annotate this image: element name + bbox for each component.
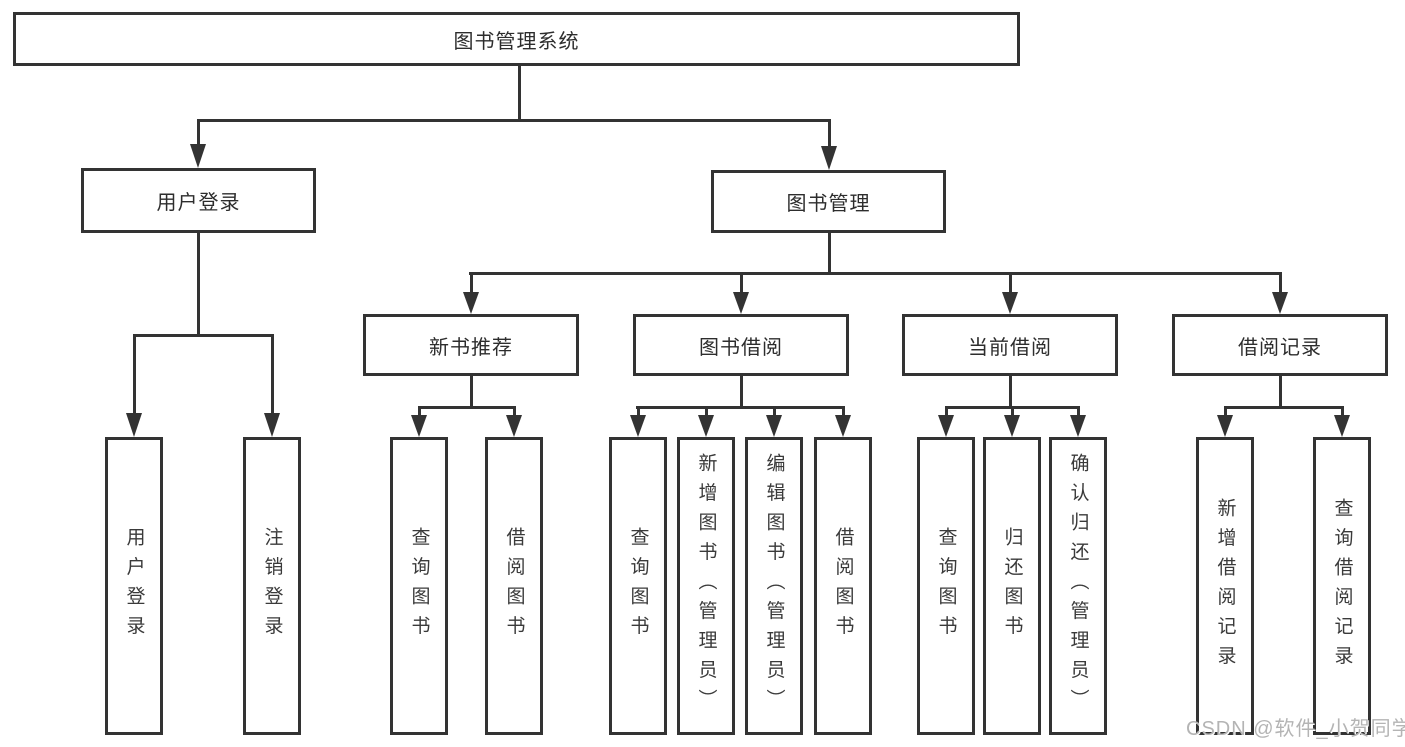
- node-new-book-recommend: 新书推荐: [363, 314, 579, 376]
- node-book-borrow: 图书借阅: [633, 314, 849, 376]
- arrow-down-icon: [1334, 415, 1350, 437]
- arrow-down-icon: [835, 415, 851, 437]
- leaf-newbook-query-label: 查询图书: [408, 527, 430, 645]
- connector-records-drop: [1279, 272, 1282, 293]
- arrow-down-icon: [733, 292, 749, 314]
- connector-drop: [1011, 406, 1014, 417]
- connector-records-stem: [1279, 376, 1282, 408]
- arrow-down-icon: [938, 415, 954, 437]
- leaf-logout-label: 注销登录: [261, 527, 283, 645]
- connector-drop: [842, 406, 845, 417]
- connector-drop: [637, 406, 640, 417]
- arrow-down-icon: [698, 415, 714, 437]
- node-root-label: 图书管理系统: [453, 30, 580, 53]
- leaf-borrow-edit-admin: 编辑图书（管理员）: [745, 437, 803, 735]
- connector-newbook-drop: [470, 272, 473, 293]
- arrow-down-icon: [1070, 415, 1086, 437]
- connector-current-drop: [1009, 272, 1012, 293]
- leaf-logout: 注销登录: [243, 437, 301, 735]
- node-current-borrow-label: 当前借阅: [968, 336, 1052, 359]
- node-current-borrow: 当前借阅: [902, 314, 1118, 376]
- arrow-down-icon: [506, 415, 522, 437]
- leaf-current-return: 归还图书: [983, 437, 1041, 735]
- watermark: CSDN @软件_小贺同学: [1186, 718, 1405, 740]
- connector-drop: [773, 406, 776, 417]
- arrow-down-icon: [190, 144, 206, 168]
- arrow-down-icon: [463, 292, 479, 314]
- leaf-borrow-borrow-label: 借阅图书: [832, 527, 854, 645]
- leaf-current-query-label: 查询图书: [935, 527, 957, 645]
- arrow-down-icon: [1217, 415, 1233, 437]
- connector-records-rail: [1224, 406, 1343, 409]
- arrow-down-icon: [766, 415, 782, 437]
- connector-current-stem: [1009, 376, 1012, 408]
- leaf-newbook-borrow: 借阅图书: [485, 437, 543, 735]
- arrow-down-icon: [1272, 292, 1288, 314]
- leaf-borrow-add-admin-label: 新增图书（管理员）: [695, 453, 717, 719]
- connector-newbook-stem: [470, 376, 473, 408]
- leaf-records-add: 新增借阅记录: [1196, 437, 1254, 735]
- arrow-down-icon: [411, 415, 427, 437]
- connector-borrow-stem: [740, 376, 743, 408]
- connector-login-leaf2-drop: [271, 334, 274, 414]
- leaf-records-query-label: 查询借阅记录: [1331, 497, 1353, 675]
- node-book-management: 图书管理: [711, 170, 946, 233]
- connector-drop: [945, 406, 948, 417]
- connector-drop: [418, 406, 421, 417]
- leaf-current-return-label: 归还图书: [1001, 527, 1023, 645]
- node-borrow-records-label: 借阅记录: [1238, 336, 1322, 359]
- node-user-login: 用户登录: [81, 168, 316, 233]
- node-root: 图书管理系统: [13, 12, 1020, 66]
- connector-mgmt-rail: [469, 272, 1282, 275]
- leaf-current-query: 查询图书: [917, 437, 975, 735]
- connector-drop: [705, 406, 708, 417]
- node-user-login-label: 用户登录: [156, 192, 241, 214]
- node-book-management-label: 图书管理: [786, 193, 871, 215]
- leaf-records-add-label: 新增借阅记录: [1214, 497, 1236, 675]
- connector-root-rail: [197, 119, 831, 122]
- node-book-borrow-label: 图书借阅: [699, 336, 783, 359]
- connector-borrow-rail: [636, 406, 845, 409]
- node-new-book-recommend-label: 新书推荐: [429, 336, 513, 359]
- connector-login-stem: [197, 233, 200, 336]
- leaf-borrow-borrow: 借阅图书: [814, 437, 872, 735]
- connector-drop: [1224, 406, 1227, 417]
- connector-drop: [1341, 406, 1344, 417]
- leaf-borrow-add-admin: 新增图书（管理员）: [677, 437, 735, 735]
- leaf-borrow-edit-admin-label: 编辑图书（管理员）: [763, 453, 785, 719]
- arrow-down-icon: [821, 146, 837, 170]
- connector-borrow-drop: [740, 272, 743, 293]
- connector-drop: [1077, 406, 1080, 417]
- arrow-down-icon: [264, 413, 280, 437]
- arrow-down-icon: [1002, 292, 1018, 314]
- leaf-newbook-query: 查询图书: [390, 437, 448, 735]
- arrow-down-icon: [630, 415, 646, 437]
- connector-login-drop: [197, 119, 200, 146]
- arrow-down-icon: [126, 413, 142, 437]
- connector-mgmt-stem: [828, 233, 831, 274]
- leaf-current-confirm-admin: 确认归还（管理员）: [1049, 437, 1107, 735]
- leaf-borrow-query: 查询图书: [609, 437, 667, 735]
- connector-mgmt-drop: [828, 119, 831, 148]
- connector-root-stem: [518, 66, 521, 120]
- leaf-user-login: 用户登录: [105, 437, 163, 735]
- leaf-newbook-borrow-label: 借阅图书: [503, 527, 525, 645]
- leaf-records-query: 查询借阅记录: [1313, 437, 1371, 735]
- arrow-down-icon: [1004, 415, 1020, 437]
- connector-drop: [513, 406, 516, 417]
- connector-login-leaf1-drop: [133, 334, 136, 414]
- leaf-user-login-label: 用户登录: [123, 527, 145, 645]
- leaf-current-confirm-admin-label: 确认归还（管理员）: [1067, 453, 1089, 719]
- connector-login-rail: [133, 334, 274, 337]
- connector-newbook-rail: [418, 406, 516, 409]
- leaf-borrow-query-label: 查询图书: [627, 527, 649, 645]
- node-borrow-records: 借阅记录: [1172, 314, 1388, 376]
